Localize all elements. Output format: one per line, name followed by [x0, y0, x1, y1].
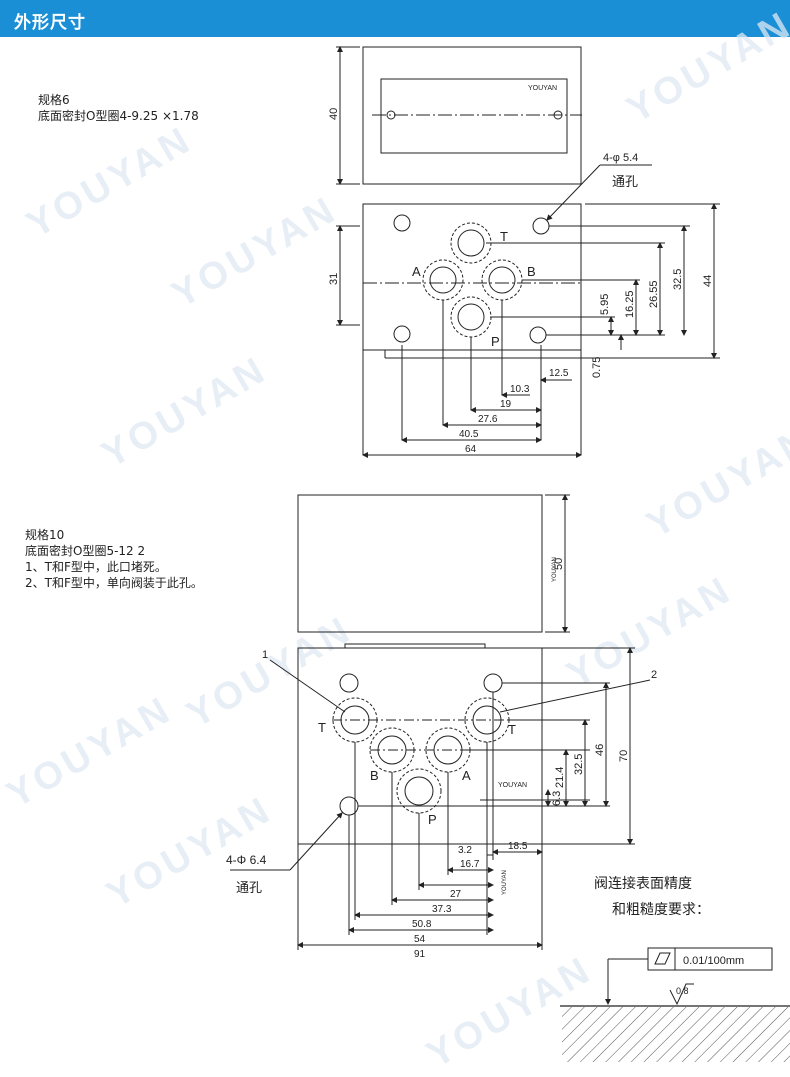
spec6-dim-27-6: 27.6 [478, 414, 498, 425]
spec6-hole-label: 通孔 [612, 174, 638, 189]
spec10-dim-46: 46 [594, 744, 606, 756]
spec6-top-view [336, 46, 582, 185]
surface-title-line-1: 阀连接表面精度 [594, 875, 692, 891]
spec6-port-t: T [500, 229, 508, 244]
spec10-hole-note: 4-Φ 6.4 [226, 853, 267, 867]
spec6-dim-40-5: 40.5 [459, 429, 479, 440]
spec10-dim-3-2: 3.2 [458, 845, 472, 856]
spec10-oring-note: 底面密封O型圈5-12 2 [25, 544, 146, 558]
spec10-dim-70: 70 [618, 750, 630, 762]
spec6-title: 规格6 [38, 93, 70, 107]
spec6-hole-note: 4-φ 5.4 [603, 152, 638, 164]
spec10-dim-32-5: 32.5 [573, 754, 585, 775]
surface-roughness-value: 0.8 [676, 986, 689, 996]
spec10-port-b: B [370, 768, 379, 783]
spec10-title: 规格10 [25, 528, 65, 542]
spec6-dim-16-25: 16.25 [624, 290, 636, 318]
spec10-dim-27: 27 [450, 889, 462, 900]
spec10-dim-50: 50 [553, 558, 565, 570]
spec6-port-face [336, 164, 720, 458]
spec10-callout-1: 1 [262, 649, 268, 661]
spec6-dim-64: 64 [465, 444, 477, 455]
spec6-port-p: P [491, 334, 500, 349]
spec6-port-a: A [412, 264, 421, 279]
spec10-brand-label: YOUYAN [498, 782, 527, 789]
spec10-dim-21-4: 21.4 [554, 767, 566, 788]
spec10-dim-37-3: 37.3 [432, 904, 452, 915]
spec10-hole-label: 通孔 [236, 880, 262, 895]
spec10-dim-6-3: 6.3 [551, 791, 563, 806]
spec10-note-2: 2、T和F型中，单向阀装于此孔。 [25, 576, 203, 590]
spec6-dim-10-3: 10.3 [510, 384, 530, 395]
spec6-dim-26-55: 26.55 [648, 280, 660, 308]
spec6-dim-31: 31 [328, 273, 340, 285]
spec6-dim-12-5: 12.5 [549, 368, 569, 379]
spec6-dim-44: 44 [702, 275, 714, 287]
spec10-top-view [297, 494, 570, 633]
surface-tolerance-frame [605, 947, 773, 1006]
surface-hatch [560, 1005, 790, 1062]
spec10-port-t-right: T [508, 722, 516, 737]
spec10-note-1: 1、T和F型中，此口堵死。 [25, 560, 167, 574]
surface-title-line-2: 和粗糙度要求： [612, 901, 710, 917]
flatness-icon [654, 952, 671, 965]
spec10-dim-54: 54 [414, 934, 426, 945]
section-header: 外形尺寸 [0, 0, 790, 37]
spec6-dim-5-95: 5.95 [599, 294, 611, 315]
spec10-port-t-left: T [318, 720, 326, 735]
spec10-port-p: P [428, 812, 437, 827]
spec10-dim-16-7: 16.7 [460, 859, 480, 870]
surface-flatness-value: 0.01/100mm [683, 955, 744, 967]
spec10-brand-label-top: YOUYAN [552, 557, 558, 582]
spec10-brand-label-side: YOUYAN [502, 870, 508, 895]
spec10-dim-18-5: 18.5 [508, 841, 528, 852]
spec6-dim-19: 19 [500, 399, 512, 410]
spec6-dim-32-5: 32.5 [672, 269, 684, 290]
spec6-dim-0-75: 0.75 [591, 357, 603, 378]
spec6-brand-label: YOUYAN [528, 85, 557, 92]
roughness-symbol-icon [669, 983, 694, 1006]
spec6-port-b: B [527, 264, 536, 279]
spec10-callout-2: 2 [651, 669, 657, 681]
spec10-dim-50-8: 50.8 [412, 919, 432, 930]
spec6-dim-40: 40 [328, 108, 340, 120]
spec6-oring-note: 底面密封O型圈4-9.25 ×1.78 [38, 109, 199, 123]
spec10-dim-91: 91 [414, 949, 426, 960]
spec10-port-face [230, 643, 651, 950]
section-title: 外形尺寸 [14, 13, 86, 33]
spec10-port-a: A [462, 768, 471, 783]
